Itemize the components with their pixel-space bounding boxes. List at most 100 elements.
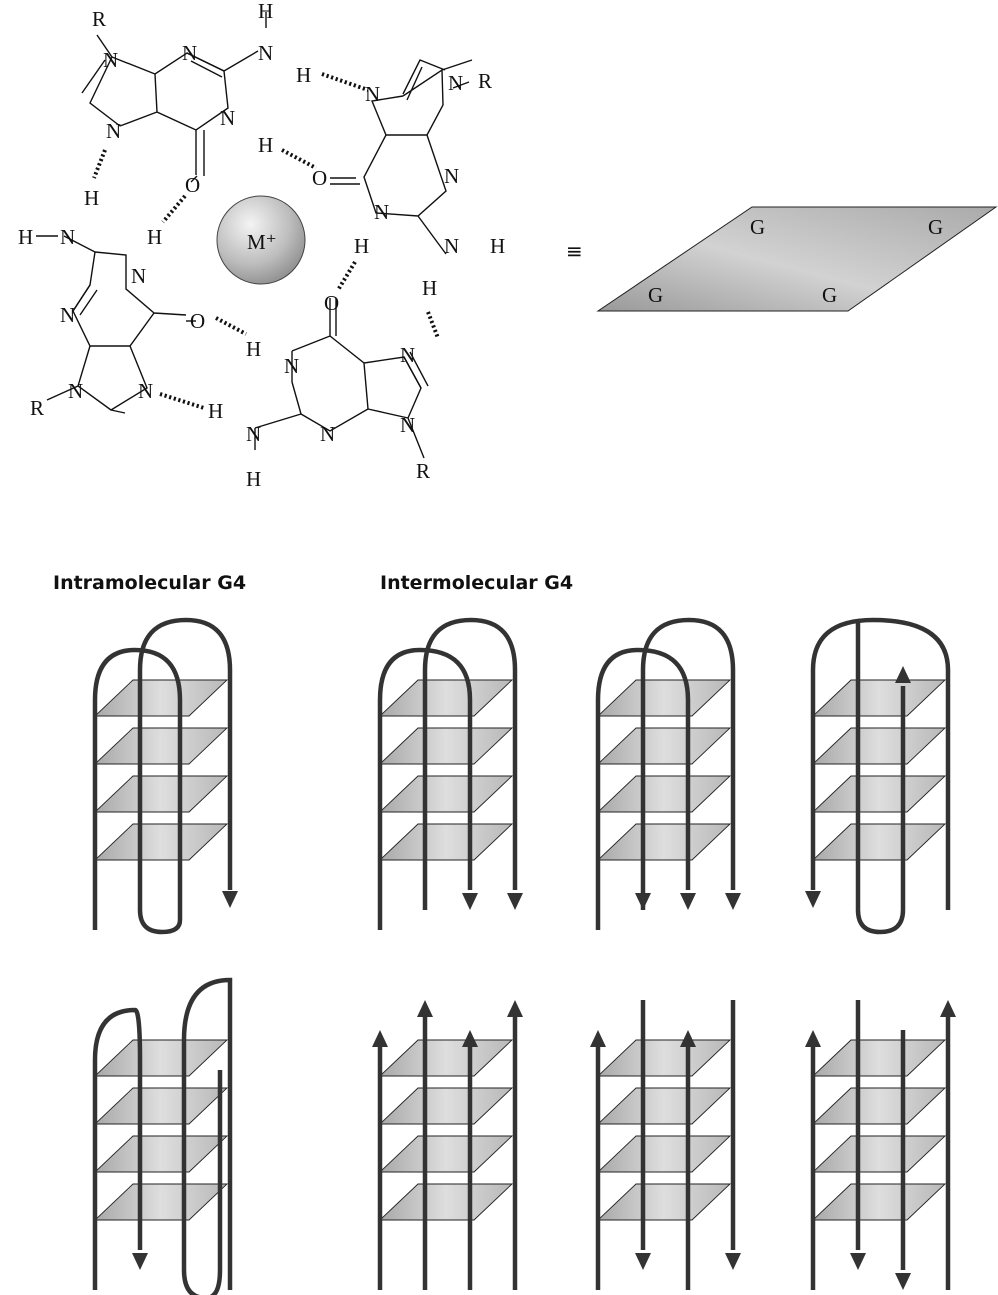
atom-label: O: [185, 173, 200, 197]
strand-arrowhead: [507, 1000, 523, 1017]
g4-topology-1: [92, 617, 238, 935]
strand-arrowhead: [372, 1030, 388, 1047]
quartet-label: G: [928, 215, 943, 239]
quartet-plane: [811, 1183, 947, 1221]
dna-strand: [640, 617, 736, 910]
strand-arrowhead: [725, 1253, 741, 1270]
strand-arrowhead: [805, 1030, 821, 1047]
strand-arrowhead: [132, 1253, 148, 1270]
strand-arrowhead: [417, 1000, 433, 1017]
strand-arrowhead: [222, 891, 238, 908]
strand-arrowhead: [635, 1253, 651, 1270]
quartet-label: G: [648, 283, 663, 307]
strand-arrowhead: [507, 893, 523, 910]
covalent-bonds: [36, 12, 473, 459]
g-quartet-structure: R N N H N H N H N O N N R O N N H N H H …: [18, 0, 505, 491]
quartet-plane: [93, 1087, 229, 1125]
dna-strand: [181, 977, 233, 1290]
quartet-plane: [596, 1183, 732, 1221]
atom-label: R: [30, 396, 44, 420]
atom-label: H: [84, 186, 99, 210]
g4-topology-5: [92, 977, 233, 1295]
atom-label: N: [106, 119, 121, 143]
atom-label: N: [60, 225, 75, 249]
atom-label: H: [208, 399, 223, 423]
g4-topology-6: [372, 1000, 523, 1290]
quartet-plane: [811, 775, 947, 813]
quartet-plane: [378, 1087, 514, 1125]
dna-strand: [92, 1007, 143, 1290]
quartet-plane: [811, 1087, 947, 1125]
quartet-plane: [93, 775, 229, 813]
atom-label: N: [400, 343, 415, 367]
atom-label: H: [354, 234, 369, 258]
atom-label: N: [444, 234, 459, 258]
atom-label: N: [365, 82, 380, 106]
quartet-plane: [93, 1039, 229, 1077]
quartet-plane: [378, 1135, 514, 1173]
atom-label: R: [92, 7, 106, 31]
strand-arrowhead: [895, 666, 911, 683]
quartet-plane: [378, 1039, 514, 1077]
quartet-plane: [93, 727, 229, 765]
g4-topology-4: [805, 617, 951, 935]
quartet-plane: [93, 1135, 229, 1173]
g4-topology-3: [595, 617, 741, 930]
strand-arrowhead: [895, 1273, 911, 1290]
atom-label: N: [374, 200, 389, 224]
quartet-plane: [93, 679, 229, 717]
atom-label: H: [258, 133, 273, 157]
dna-strand: [377, 647, 473, 930]
atom-label: N: [68, 379, 83, 403]
quartet-plane: [596, 1087, 732, 1125]
quartet-plane: [378, 1183, 514, 1221]
atom-label: N: [60, 303, 75, 327]
atom-label: H: [147, 225, 162, 249]
quartet-plane: [596, 775, 732, 813]
dna-strand: [810, 617, 951, 910]
dna-strand: [181, 1040, 223, 1295]
strand-arrowhead: [462, 893, 478, 910]
quartet-plane: [93, 1183, 229, 1221]
quartet-plane: [596, 727, 732, 765]
atom-label: N: [138, 379, 153, 403]
atom-label: N: [220, 106, 235, 130]
intermolecular-heading: Intermolecular G4: [380, 572, 573, 594]
atom-label: N: [284, 354, 299, 378]
quartet-plane: [811, 1135, 947, 1173]
topology-panels: [92, 617, 956, 1295]
atom-label: N: [400, 413, 415, 437]
dna-strand: [92, 617, 233, 935]
atom-label: O: [324, 291, 339, 315]
atom-label: O: [190, 309, 205, 333]
atom-label: N: [103, 48, 118, 72]
atom-label: R: [478, 69, 492, 93]
quartet-plane: [811, 727, 947, 765]
atom-label: N: [182, 41, 197, 65]
metal-ion-label: M⁺: [247, 230, 277, 254]
atom-label: N: [258, 41, 273, 65]
quartet-label: G: [750, 215, 765, 239]
strand-arrowhead: [725, 893, 741, 910]
g-quartet-plane: G G G G: [596, 206, 998, 312]
quartet-plane: [596, 823, 732, 861]
g4-topology-2: [377, 617, 523, 930]
atom-label: R: [416, 459, 430, 483]
quartet-plane: [811, 1039, 947, 1077]
quartet-plane: [378, 775, 514, 813]
quartet-label: G: [822, 283, 837, 307]
dna-strand: [422, 617, 518, 910]
atom-label: H: [18, 225, 33, 249]
atom-label: N: [131, 264, 146, 288]
intramolecular-heading: Intramolecular G4: [53, 572, 246, 594]
metal-ion: M⁺: [216, 195, 306, 285]
dna-strand: [595, 647, 691, 930]
strand-arrowhead: [680, 1030, 696, 1047]
atom-label: H: [296, 63, 311, 87]
strand-arrowhead: [590, 1030, 606, 1047]
quartet-plane: [596, 1039, 732, 1077]
equivalence-symbol: ≡: [566, 239, 583, 263]
strand-arrowhead: [805, 891, 821, 908]
atom-label: O: [312, 166, 327, 190]
